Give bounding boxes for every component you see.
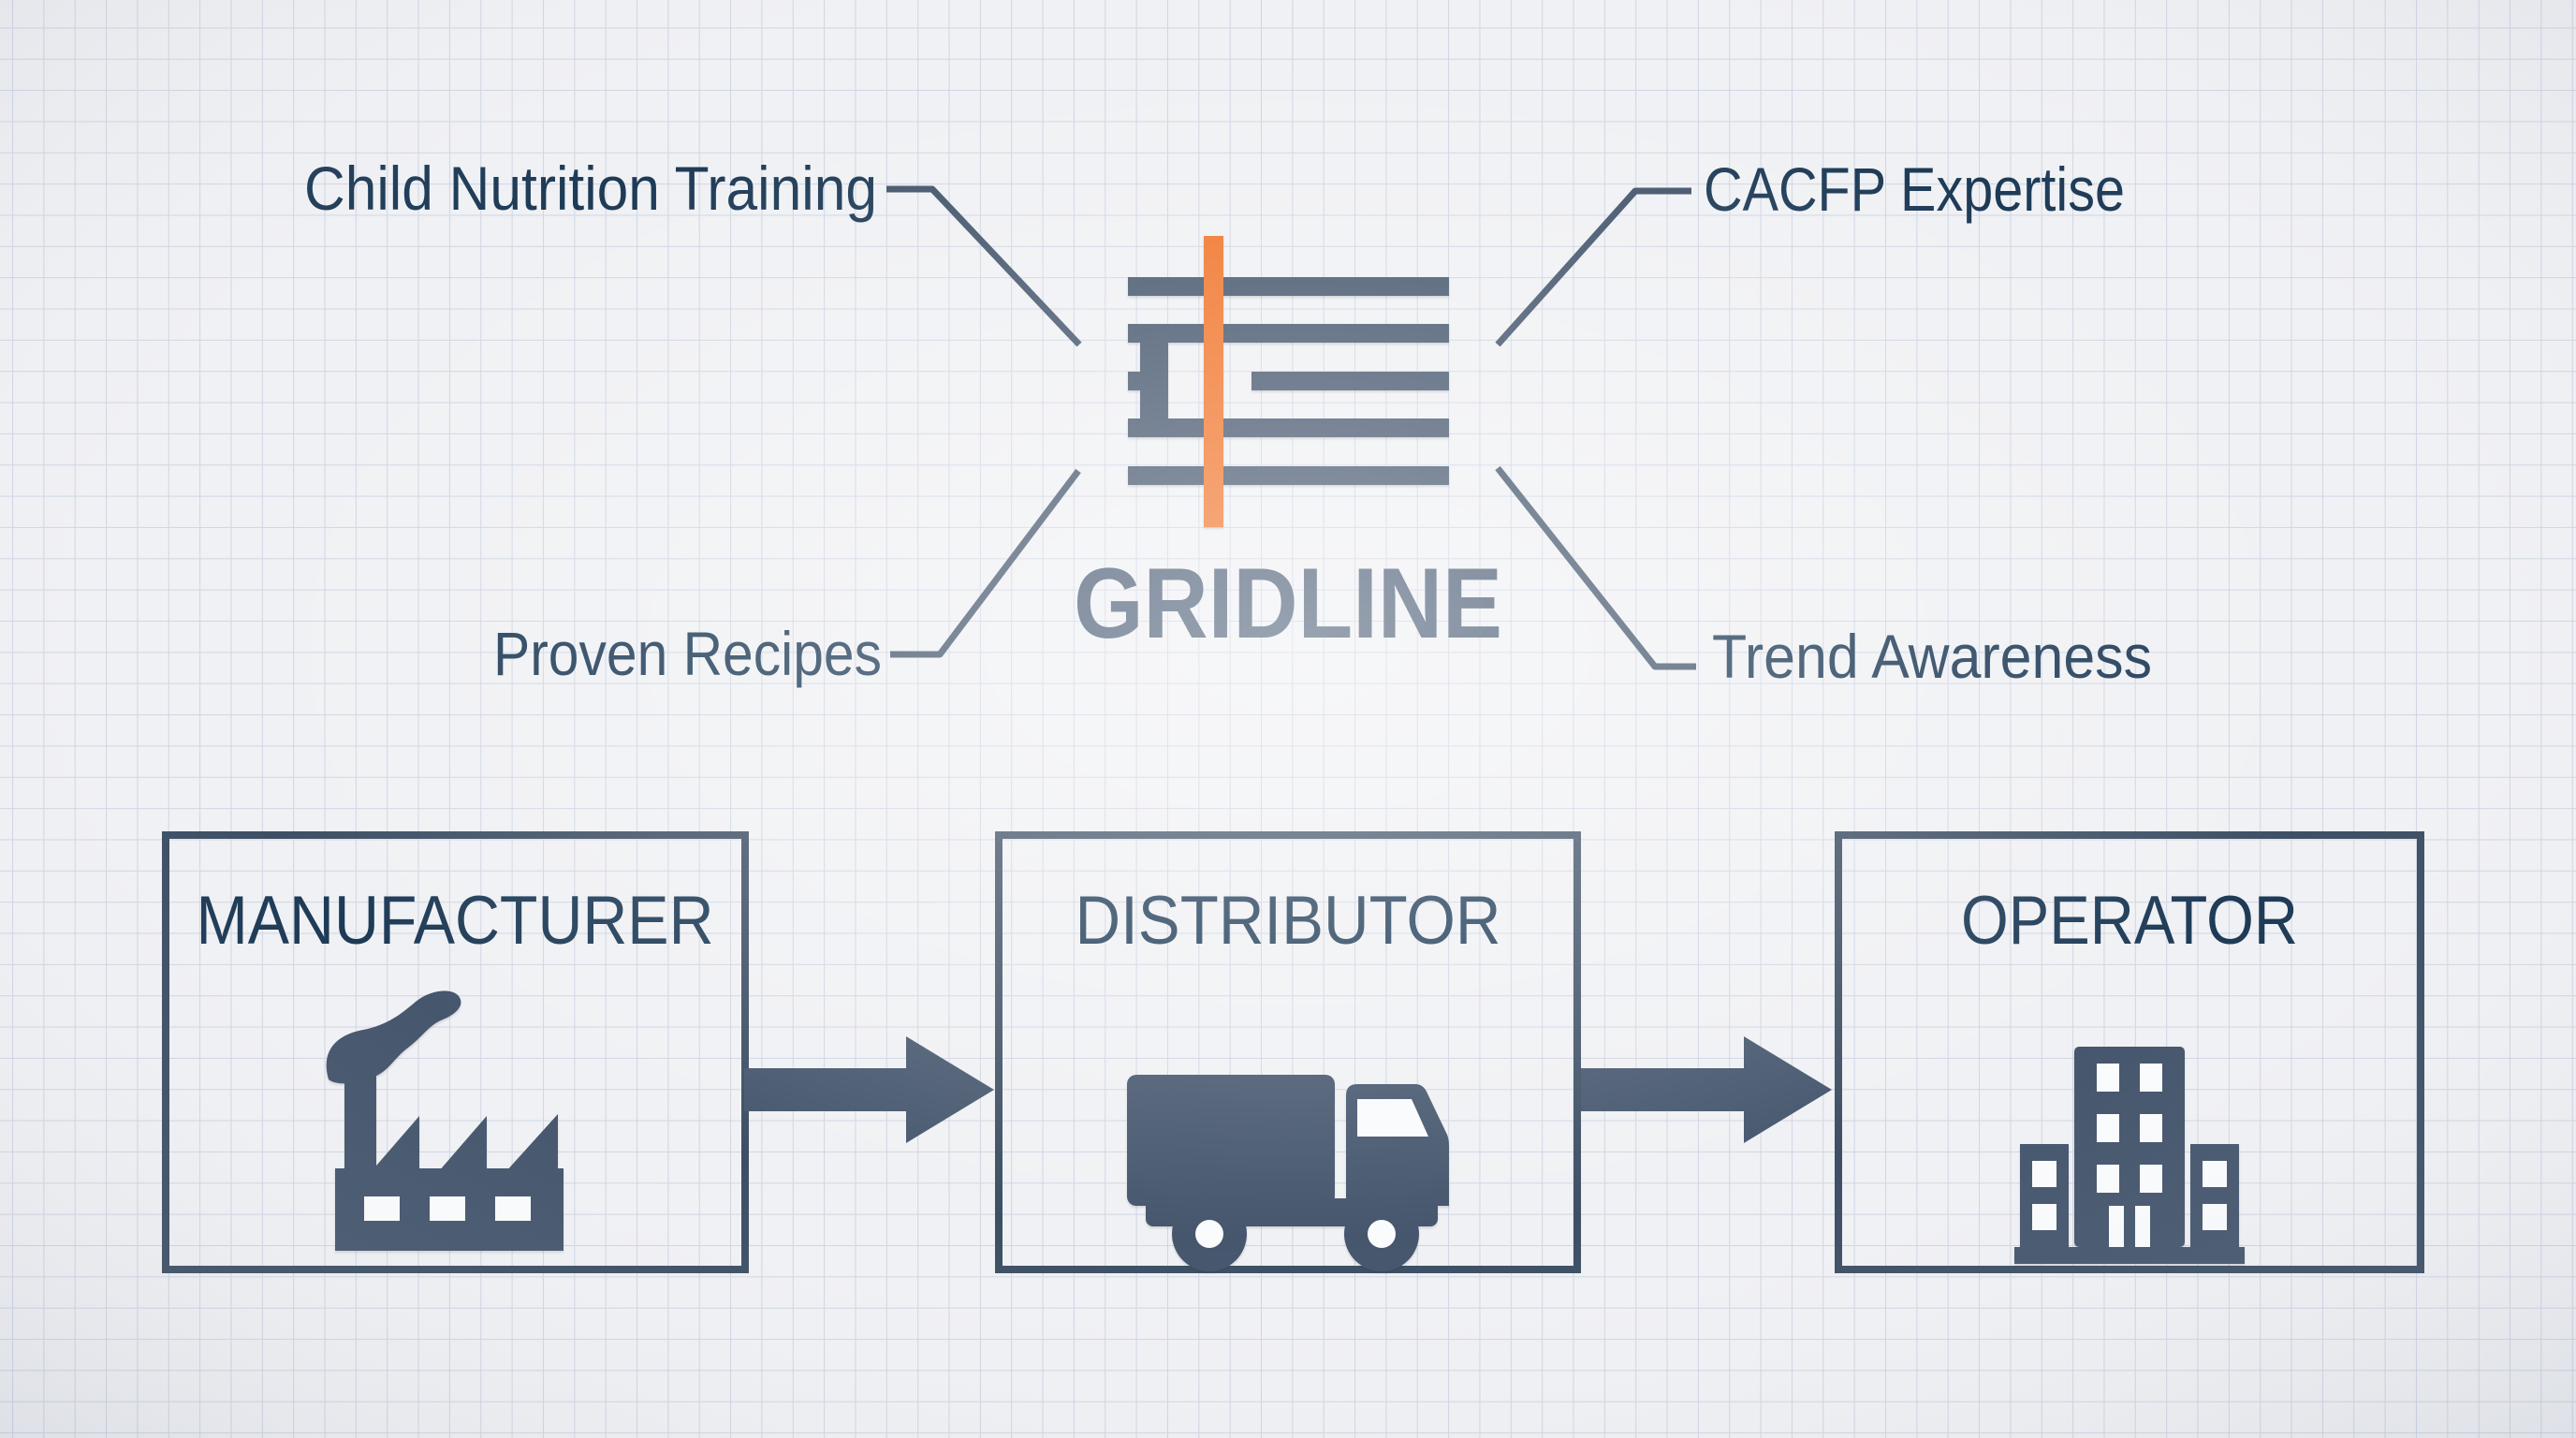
node-title-distributor: DISTRIBUTOR (1076, 883, 1501, 959)
factory-window (364, 1196, 400, 1221)
building-window (2097, 1064, 2119, 1092)
factory-window (495, 1196, 531, 1221)
logo-bar-row5 (1128, 466, 1449, 485)
logo-bar-row3-right (1251, 372, 1449, 390)
building-window (2032, 1204, 2056, 1230)
callout-label-top-left: Child Nutrition Training (304, 154, 877, 223)
building-window (2097, 1114, 2119, 1142)
logo-orange-rule (1204, 236, 1223, 527)
truck-wheel-hub (1195, 1220, 1223, 1248)
building-base-plinth (2014, 1247, 2245, 1264)
factory-window (430, 1196, 465, 1221)
factory-chimney (344, 1075, 376, 1172)
building-window (2140, 1114, 2162, 1142)
callout-label-bottom-right: Trend Awareness (1712, 622, 2152, 691)
building-window (2097, 1165, 2119, 1193)
callout-label-top-right: CACFP Expertise (1704, 154, 2125, 224)
building-window (2032, 1161, 2056, 1187)
building-door (2109, 1206, 2124, 1247)
building-right-tower (2190, 1144, 2239, 1247)
building-door (2135, 1206, 2150, 1247)
truck-wheel-hub (1368, 1220, 1396, 1248)
building-window (2140, 1165, 2162, 1193)
node-title-operator: OPERATOR (1961, 883, 2298, 959)
logo-bar-row3-left (1128, 372, 1168, 390)
callout-label-bottom-left: Proven Recipes (493, 619, 882, 688)
building-window (2140, 1064, 2162, 1092)
building-left-tower (2020, 1144, 2069, 1247)
building-window (2203, 1161, 2227, 1187)
logo-bar-row4 (1128, 418, 1449, 437)
logo-bar-row1 (1128, 277, 1449, 296)
truck-cargo-box (1127, 1075, 1335, 1206)
logo-wordmark: GRIDLINE (1074, 547, 1502, 659)
building-window (2203, 1204, 2227, 1230)
logo-bar-row2 (1128, 324, 1449, 343)
building-center-tower (2074, 1047, 2185, 1247)
node-title-manufacturer: MANUFACTURER (197, 883, 714, 959)
